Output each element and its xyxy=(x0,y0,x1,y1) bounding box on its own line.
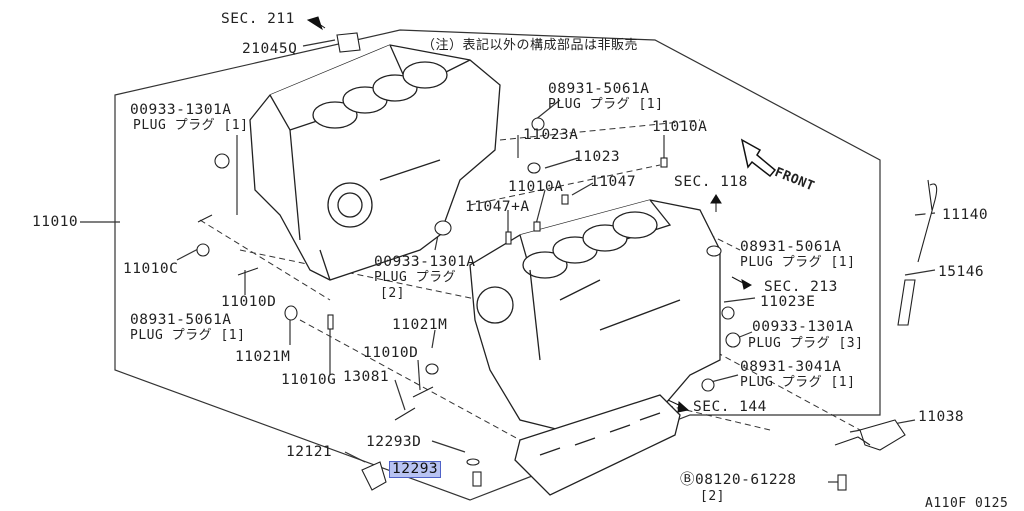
part-00933-1301a-right[interactable]: 00933-1301A xyxy=(752,319,854,335)
plug-label-mid: PLUG プラグ xyxy=(374,270,457,285)
engine-block-right xyxy=(469,199,721,496)
part-11047[interactable]: 11047 xyxy=(590,174,637,190)
part-11010a-mid[interactable]: 11010A xyxy=(508,179,564,195)
part-21045q[interactable]: 21045Q xyxy=(242,41,298,57)
part-11047-a[interactable]: 11047+A xyxy=(465,199,530,215)
frame-outline xyxy=(114,29,881,501)
figure-code: A110F 0125 xyxy=(925,496,1009,511)
sec-144-label[interactable]: SEC. 144 xyxy=(693,399,767,415)
plug-label-left-2: PLUG プラグ [1] xyxy=(130,328,246,343)
part-11038[interactable]: 11038 xyxy=(918,409,965,425)
plug-label-right-1: PLUG プラグ [1] xyxy=(740,255,856,270)
plug-label-right-2: PLUG プラグ [3] xyxy=(748,336,864,351)
part-11010g[interactable]: 11010G xyxy=(281,372,337,388)
part-11140-dipstick xyxy=(917,179,938,263)
part-11021m-mid[interactable]: 11021M xyxy=(392,317,448,333)
part-12293-highlighted[interactable]: 12293 xyxy=(389,461,442,478)
plug-label-top: PLUG プラグ [1] xyxy=(548,97,664,112)
part-08931-3041a[interactable]: 08931-3041A xyxy=(740,359,842,375)
note-text: （注）表記以外の構成部品は非販売 xyxy=(422,38,639,53)
part-11023[interactable]: 11023 xyxy=(574,149,621,165)
bolt-qty: [2] xyxy=(700,489,725,504)
part-11021m-left[interactable]: 11021M xyxy=(235,349,291,365)
part-11010d-mid[interactable]: 11010D xyxy=(363,345,419,361)
part-11140[interactable]: 11140 xyxy=(942,207,989,223)
part-11010[interactable]: 11010 xyxy=(32,214,79,230)
part-00933-1301a-mid[interactable]: 00933-1301A xyxy=(374,254,476,270)
plug-qty-mid: [2] xyxy=(380,286,405,301)
part-12121[interactable]: 12121 xyxy=(286,444,333,460)
part-08931-5061a-top[interactable]: 08931-5061A xyxy=(548,81,650,97)
plug-label-left: PLUG プラグ [1] xyxy=(133,118,249,133)
part-11038-shape xyxy=(834,419,906,451)
part-12293d[interactable]: 12293D xyxy=(366,434,422,450)
part-12121-shape xyxy=(361,461,387,491)
part-11023e[interactable]: 11023E xyxy=(760,294,816,310)
part-15146-tube xyxy=(897,279,916,326)
front-arrow-icon xyxy=(740,138,777,178)
part-15146[interactable]: 15146 xyxy=(938,264,985,280)
part-11023a[interactable]: 11023A xyxy=(523,127,579,143)
plug-label-right-3: PLUG プラグ [1] xyxy=(740,375,856,390)
part-21045q-shape xyxy=(336,32,361,53)
part-13081[interactable]: 13081 xyxy=(343,369,390,385)
part-08120-61228[interactable]: Ⓑ08120-61228 xyxy=(680,472,797,488)
part-11010d-left[interactable]: 11010D xyxy=(221,294,277,310)
part-08931-5061a-left[interactable]: 08931-5061A xyxy=(130,312,232,328)
engine-block-left xyxy=(249,44,501,281)
part-11010c[interactable]: 11010C xyxy=(123,261,179,277)
sec-118-label[interactable]: SEC. 118 xyxy=(674,174,748,190)
part-11010a-right[interactable]: 11010A xyxy=(652,119,708,135)
part-08931-5061a-right[interactable]: 08931-5061A xyxy=(740,239,842,255)
part-00933-1301a-left[interactable]: 00933-1301A xyxy=(130,102,232,118)
sec-213-label[interactable]: SEC. 213 xyxy=(764,279,838,295)
sec-211-label[interactable]: SEC. 211 xyxy=(221,11,295,27)
